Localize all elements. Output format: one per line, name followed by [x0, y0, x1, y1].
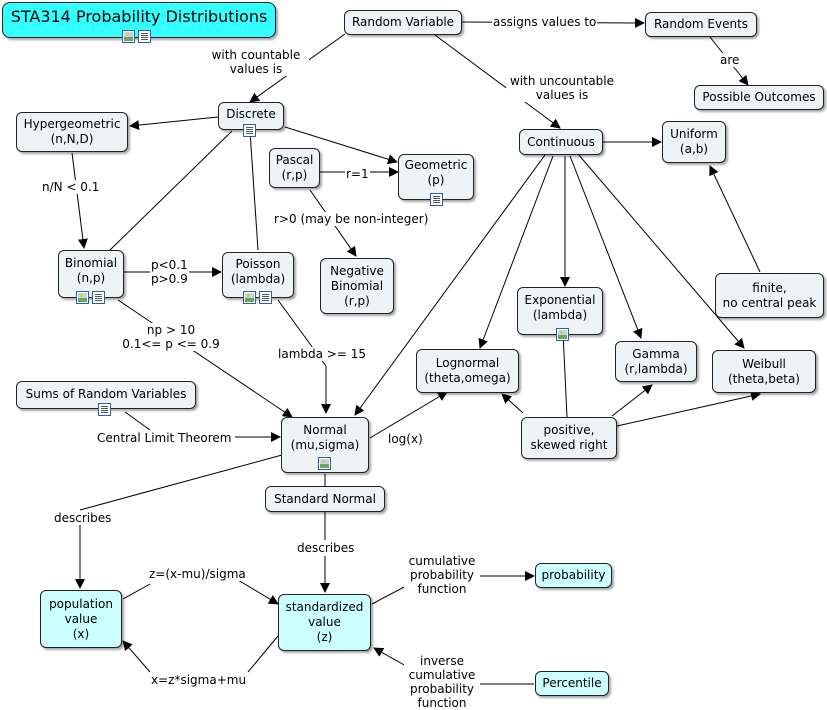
- node-random-variable[interactable]: Random Variable: [344, 10, 462, 35]
- edge-binomial-normal: [117, 299, 293, 418]
- edge-continuous-gamma: [569, 155, 643, 339]
- map-title-text: STA314 Probability Distributions: [10, 7, 268, 26]
- edge-standardized-cdf: [371, 585, 407, 605]
- link-central-limit: Central Limit Theorem: [96, 431, 233, 445]
- title-resource-icons: [122, 30, 151, 43]
- node-positive-skewed-right[interactable]: positive, skewed right: [521, 417, 617, 459]
- node-percentile[interactable]: Percentile: [535, 671, 609, 696]
- link-p-conditions: p<0.1 p>0.9: [150, 258, 189, 286]
- edge-discrete-geometric: [284, 126, 398, 165]
- link-with-uncountable: with uncountable values is: [506, 74, 618, 102]
- document-resource-icon[interactable]: [98, 403, 111, 416]
- edge-continuous-normal: [354, 154, 546, 416]
- edge-sums-normal: [124, 411, 151, 431]
- edge-z-standardized: [237, 579, 279, 605]
- node-poisson-label: Poisson (lambda): [230, 257, 286, 286]
- link-cdf: cumulative probability function: [404, 554, 480, 596]
- edge-skewed-lognormal: [501, 393, 524, 414]
- image-resource-icon[interactable]: [76, 291, 89, 304]
- link-lambda-cond: lambda >= 15: [277, 347, 367, 361]
- link-assigns-values-to: assigns values to: [492, 15, 598, 29]
- link-are: are: [719, 53, 741, 67]
- node-standardized-value[interactable]: standardized value (z): [278, 594, 371, 651]
- edge-discrete-hyper: [129, 116, 219, 131]
- node-lognormal[interactable]: Lognormal (theta,omega): [416, 349, 519, 393]
- node-sums-label: Sums of Random Variables: [25, 387, 187, 401]
- edge-inverse-standardized: [373, 647, 407, 667]
- link-np-conditions: np > 10 0.1<= p <= 0.9: [118, 323, 224, 351]
- edge-skewed-weibull: [616, 391, 761, 427]
- node-binomial-label: Binomial (n,p): [64, 256, 118, 285]
- edge-rv-continuous: [434, 34, 561, 129]
- link-r-gt-0: r>0 (may be non-integer): [273, 212, 430, 226]
- document-resource-icon[interactable]: [92, 291, 105, 304]
- edge-finite-uniform: [709, 165, 761, 273]
- document-resource-icon[interactable]: [259, 291, 272, 304]
- node-discrete-label: Discrete: [226, 107, 276, 121]
- geometric-resource-icons: [430, 193, 443, 206]
- node-normal[interactable]: Normal (mu,sigma): [281, 417, 369, 473]
- node-population-value[interactable]: population value (x): [40, 590, 122, 648]
- node-random-events[interactable]: Random Events: [645, 12, 757, 37]
- link-describes-left: describes: [53, 511, 113, 525]
- edge-standardized-x: [247, 635, 279, 673]
- node-poisson[interactable]: Poisson (lambda): [222, 252, 294, 298]
- node-probability[interactable]: probability: [535, 563, 612, 588]
- node-pascal[interactable]: Pascal (r,p): [269, 148, 320, 188]
- link-describes-center: describes: [296, 541, 356, 555]
- edge-discrete-binomial: [109, 130, 233, 251]
- edge-skewed-gamma: [611, 384, 653, 417]
- document-resource-icon[interactable]: [243, 124, 256, 137]
- node-binomial[interactable]: Binomial (n,p): [58, 250, 124, 298]
- link-inverse-cdf: inverse cumulative probability function: [404, 654, 480, 710]
- node-geometric-label: Geometric (p): [404, 158, 468, 187]
- link-log-x: log(x): [387, 432, 424, 446]
- document-resource-icon[interactable]: [138, 30, 151, 43]
- document-resource-icon[interactable]: [430, 193, 443, 206]
- sums-resource-icons: [98, 403, 111, 416]
- edge-population-z: [122, 583, 151, 600]
- node-discrete[interactable]: Discrete: [218, 102, 284, 130]
- node-weibull[interactable]: Weibull (theta,beta): [712, 350, 816, 393]
- edge-hyper-binomial: [71, 152, 88, 249]
- node-uniform[interactable]: Uniform (a,b): [662, 121, 726, 163]
- link-z-formula: z=(x-mu)/sigma: [148, 567, 247, 581]
- image-resource-icon[interactable]: [243, 291, 256, 304]
- map-title[interactable]: STA314 Probability Distributions: [2, 2, 276, 38]
- exponential-resource-icons: [556, 328, 569, 341]
- edge-normal-population: [79, 454, 283, 511]
- node-negative-binomial[interactable]: Negative Binomial (r,p): [320, 258, 394, 314]
- normal-resource-icons: [318, 457, 331, 470]
- poisson-resource-icons: [243, 291, 272, 304]
- node-continuous[interactable]: Continuous: [519, 129, 603, 155]
- node-finite-no-central-peak[interactable]: finite, no central peak: [715, 273, 824, 318]
- edge-discrete-poisson: [249, 130, 259, 251]
- node-exponential-label: Exponential (lambda): [524, 293, 596, 322]
- node-hypergeometric[interactable]: Hypergeometric (n,N,D): [16, 112, 128, 152]
- node-standard-normal[interactable]: Standard Normal: [265, 486, 385, 512]
- binomial-resource-icons: [76, 291, 105, 304]
- discrete-resource-icons: [243, 124, 256, 137]
- image-resource-icon[interactable]: [318, 457, 331, 470]
- link-n-over-N: n/N < 0.1: [41, 180, 101, 194]
- image-resource-icon[interactable]: [122, 30, 135, 43]
- edge-x-population: [122, 640, 151, 673]
- node-normal-label: Normal (mu,sigma): [290, 423, 360, 452]
- edge-normal-lognormal: [369, 391, 448, 439]
- link-r-eq-1: r=1: [345, 167, 370, 181]
- edge-continuous-lognormal: [478, 155, 554, 349]
- link-with-countable: with countable values is: [203, 48, 309, 76]
- node-possible-outcomes[interactable]: Possible Outcomes: [694, 85, 824, 110]
- node-gamma[interactable]: Gamma (r,lambda): [615, 341, 697, 382]
- link-x-formula: x=z*sigma+mu: [150, 673, 248, 687]
- edge-skewed-exponential: [562, 331, 568, 418]
- image-resource-icon[interactable]: [556, 328, 569, 341]
